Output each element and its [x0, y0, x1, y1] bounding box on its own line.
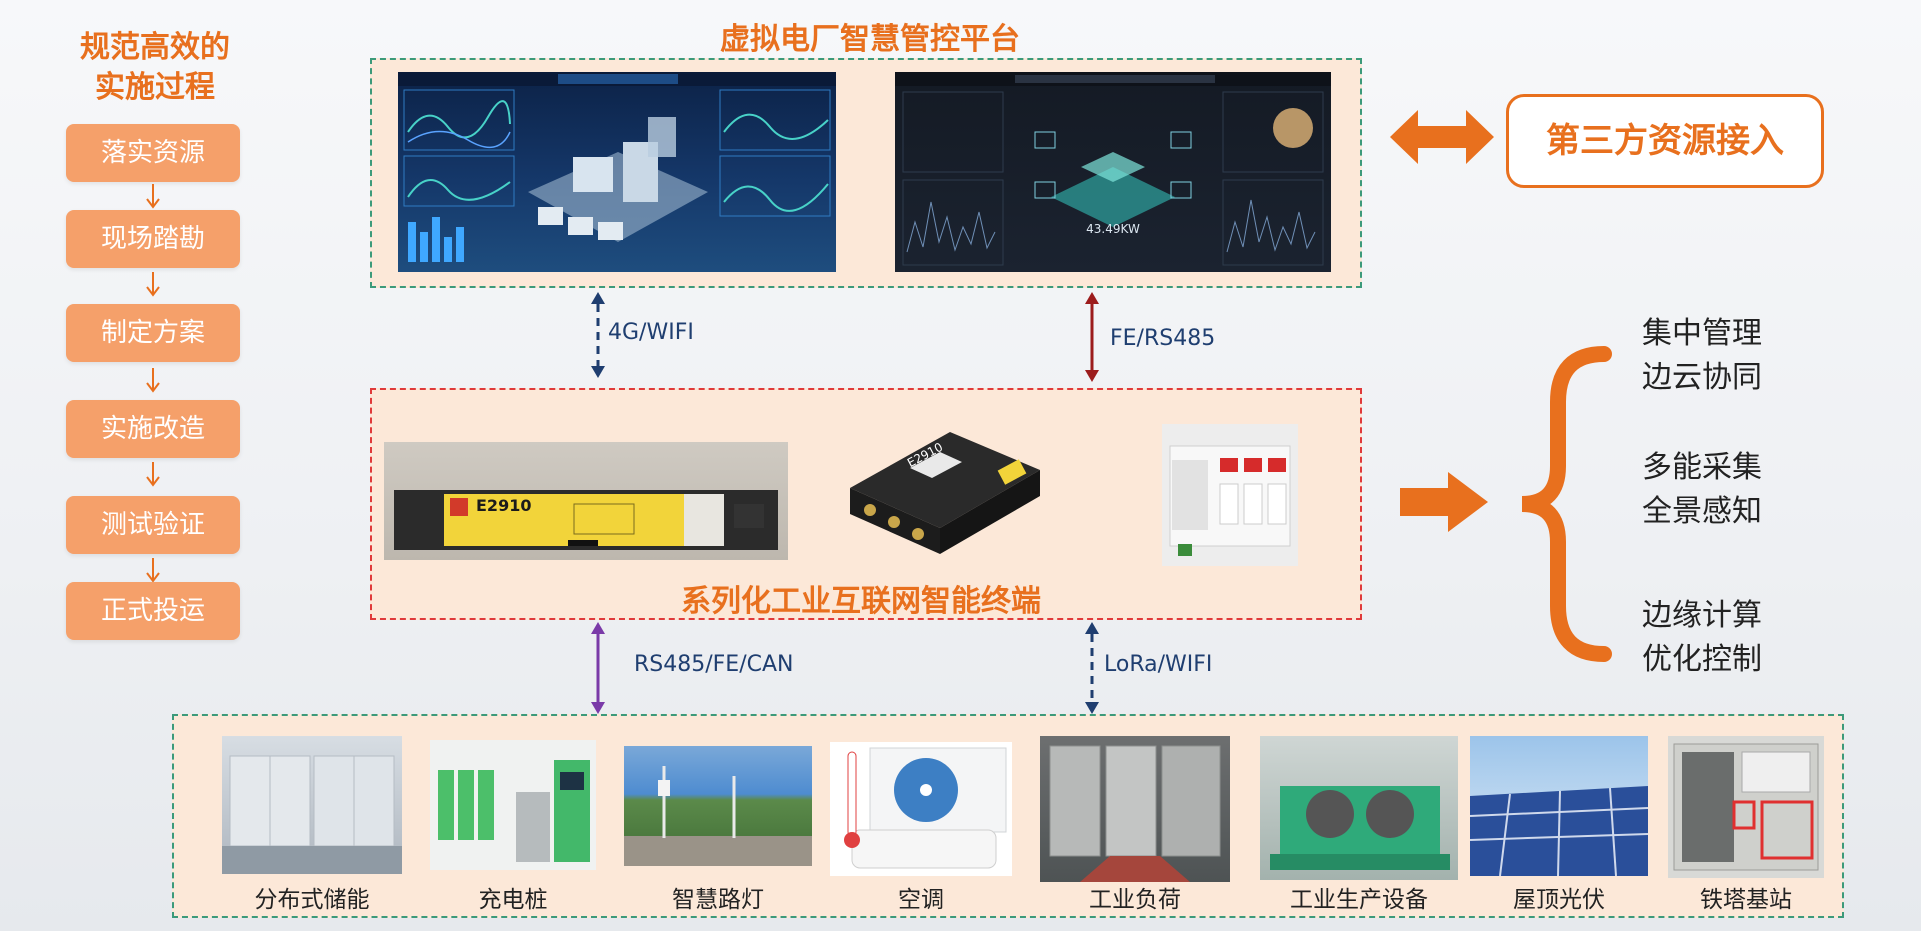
bidirectional-arrow-icon [1085, 622, 1099, 714]
down-arrow-icon [146, 272, 160, 297]
dashboard-monitor-icon [895, 72, 1331, 266]
dashboard-power-value: 43.49KW [1086, 222, 1140, 236]
curly-brace-icon [1521, 346, 1612, 662]
smart-breaker-icon [1169, 445, 1291, 556]
link-label-lora-wifi: LoRa/WIFI [1104, 652, 1213, 677]
process-title-line2: 实施过程 [95, 70, 215, 105]
charging-pile-icon [438, 760, 590, 862]
step-6: 正式投运 [66, 582, 240, 640]
feature-group-3: 边缘计算 优化控制 [1642, 594, 1762, 682]
device-label-industrial-load: 工业负荷 [1089, 887, 1181, 913]
third-party-access-box: 第三方资源接入 [1506, 94, 1824, 188]
terminal-image-breaker [1162, 424, 1298, 566]
device-image-charger [430, 740, 596, 870]
device-label-charger: 充电桩 [478, 887, 548, 913]
production-machine-icon [1270, 786, 1450, 870]
feature-central-management: 集中管理 [1642, 316, 1762, 351]
device-label-streetlight: 智慧路灯 [672, 887, 764, 913]
solar-panel-icon [1470, 786, 1648, 876]
feature-optimization: 优化控制 [1642, 642, 1762, 677]
step-2: 现场踏勘 [66, 210, 240, 268]
feature-edge-cloud: 边云协同 [1642, 360, 1762, 395]
process-title-line1: 规范高效的 [80, 30, 230, 65]
box-terminal-icon [850, 432, 1040, 554]
bidirectional-arrow-icon [591, 292, 605, 378]
device-image-solar [1470, 736, 1648, 876]
rack-terminal-icon [394, 490, 778, 550]
switch-cabinet-icon [1049, 745, 1221, 882]
platform-dashboard-image-1 [398, 72, 836, 272]
down-arrow-icon [146, 558, 160, 583]
platform-title: 虚拟电厂智慧管控平台 [720, 22, 1020, 57]
device-image-aircon [830, 742, 1012, 876]
device-label-production: 工业生产设备 [1290, 887, 1428, 913]
device-image-production [1260, 736, 1458, 880]
dashboard-3d-scene-icon [398, 72, 836, 262]
feature-panoramic: 全景感知 [1642, 494, 1762, 529]
bidirectional-arrow-icon [1085, 292, 1099, 382]
terminal-image-box: E2910 [840, 418, 1048, 568]
terminal-image-rack: E2910 [384, 442, 788, 560]
device-label-aircon: 空调 [898, 887, 944, 913]
step-5: 测试验证 [66, 496, 240, 554]
feature-multi-energy: 多能采集 [1642, 450, 1762, 485]
down-arrow-icon [146, 184, 160, 209]
device-label-tower: 铁塔基站 [1700, 887, 1792, 913]
air-conditioner-icon [844, 747, 1007, 869]
feature-group-1: 集中管理 边云协同 [1642, 312, 1762, 400]
feature-edge-computing: 边缘计算 [1642, 598, 1762, 633]
bidirectional-arrow-icon [591, 622, 605, 714]
street-light-icon [624, 766, 812, 866]
right-arrow-icon [1400, 472, 1488, 532]
rack-model-label: E2910 [476, 496, 532, 515]
device-label-solar: 屋顶光伏 [1513, 887, 1605, 913]
feature-group-2: 多能采集 全景感知 [1642, 446, 1762, 534]
link-label-4g-wifi: 4G/WIFI [608, 320, 694, 345]
step-3: 制定方案 [66, 304, 240, 362]
energy-storage-icon [222, 755, 402, 874]
platform-dashboard-image-2: 43.49KW [895, 72, 1331, 272]
device-image-tower [1668, 736, 1824, 878]
link-label-rs485-fe-can: RS485/FE/CAN [634, 652, 794, 677]
terminal-title: 系列化工业互联网智能终端 [681, 584, 1041, 619]
process-title: 规范高效的 实施过程 [40, 28, 270, 108]
double-arrow-icon [1390, 110, 1494, 164]
step-1: 落实资源 [66, 124, 240, 182]
device-label-storage: 分布式储能 [254, 887, 370, 913]
down-arrow-icon [146, 462, 160, 487]
tower-base-station-icon [1673, 743, 1819, 871]
device-image-storage [222, 736, 402, 874]
step-4: 实施改造 [66, 400, 240, 458]
device-image-industrial-load [1040, 736, 1230, 882]
down-arrow-icon [146, 368, 160, 393]
device-image-streetlight [624, 746, 812, 866]
link-label-fe-rs485: FE/RS485 [1110, 326, 1216, 351]
